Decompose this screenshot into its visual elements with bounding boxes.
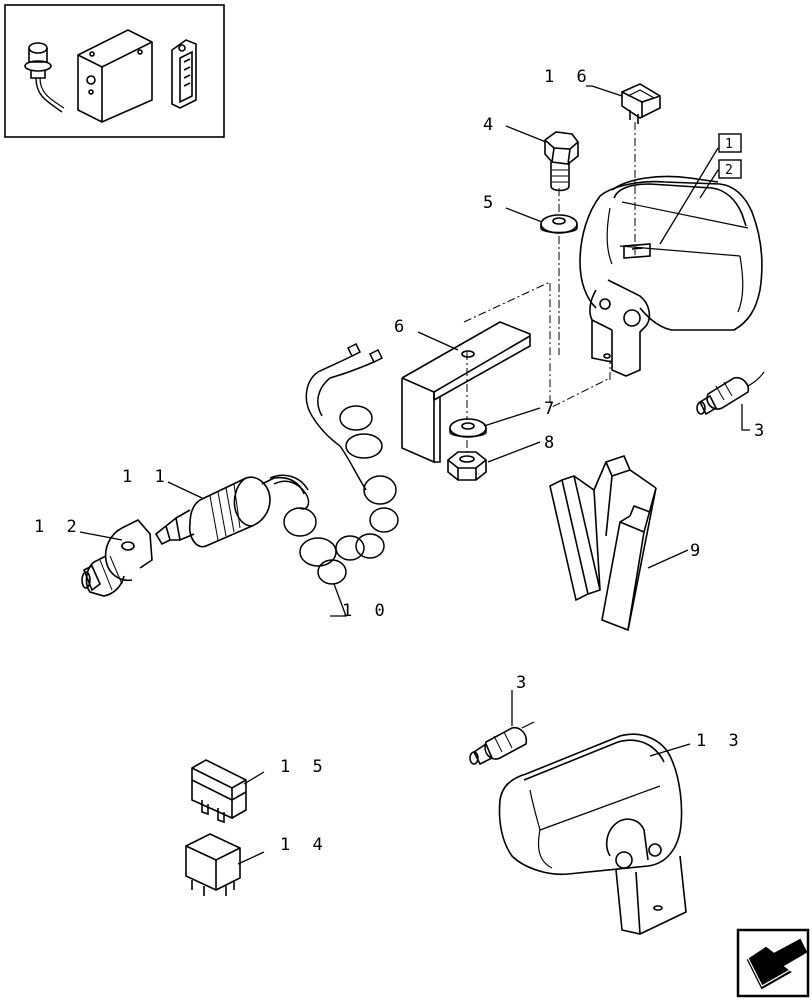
callout-5: 5 (483, 193, 499, 213)
part-9-holder (549, 455, 657, 632)
callout-7: 7 (544, 399, 560, 419)
part-3-bulb-upper (696, 371, 765, 416)
part-6-bracket (401, 321, 531, 464)
callout-11: 1 1 (122, 467, 171, 487)
callout-1: 1 (725, 137, 733, 152)
part-13-work-lamp (498, 733, 687, 935)
part-16-rocker-switch (621, 83, 661, 124)
inset-connector-icon (171, 39, 197, 109)
leader-lines (79, 85, 750, 865)
callout-4: 4 (483, 115, 499, 135)
part-5-washer (540, 214, 578, 234)
reference-boxes (718, 133, 742, 179)
assembly-lines (463, 122, 636, 452)
inset-control-box-icon (77, 29, 153, 123)
callout-15: 1 5 (280, 757, 329, 777)
part-14-relay (185, 833, 241, 896)
next-page-arrow-icon[interactable] (736, 928, 810, 998)
part-7-washer (449, 418, 487, 438)
callout-2: 2 (725, 163, 733, 178)
part-3-bulb-lower (469, 721, 535, 766)
callout-16: 1 6 (544, 67, 593, 87)
part-11-plug (154, 476, 305, 548)
part-4-bolt (544, 131, 579, 192)
part-10-coiled-cable (269, 342, 399, 585)
inset-sensor-icon (24, 42, 65, 113)
callout-14: 1 4 (280, 835, 329, 855)
callout-10: 1 0 (342, 601, 391, 621)
callout-12: 1 2 (34, 517, 83, 537)
callout-3-upper: 3 (754, 421, 770, 441)
callout-13: 1 3 (696, 731, 745, 751)
callout-3-lower: 3 (516, 673, 532, 693)
callout-6: 6 (394, 317, 410, 337)
inset-thumbnail (4, 4, 225, 138)
part-15-fuse (191, 759, 247, 824)
part-8-nut (447, 451, 487, 481)
callout-9: 9 (690, 541, 706, 561)
part-1-2-work-lamp (579, 175, 763, 377)
part-12-socket (81, 519, 153, 597)
callout-8: 8 (544, 433, 560, 453)
